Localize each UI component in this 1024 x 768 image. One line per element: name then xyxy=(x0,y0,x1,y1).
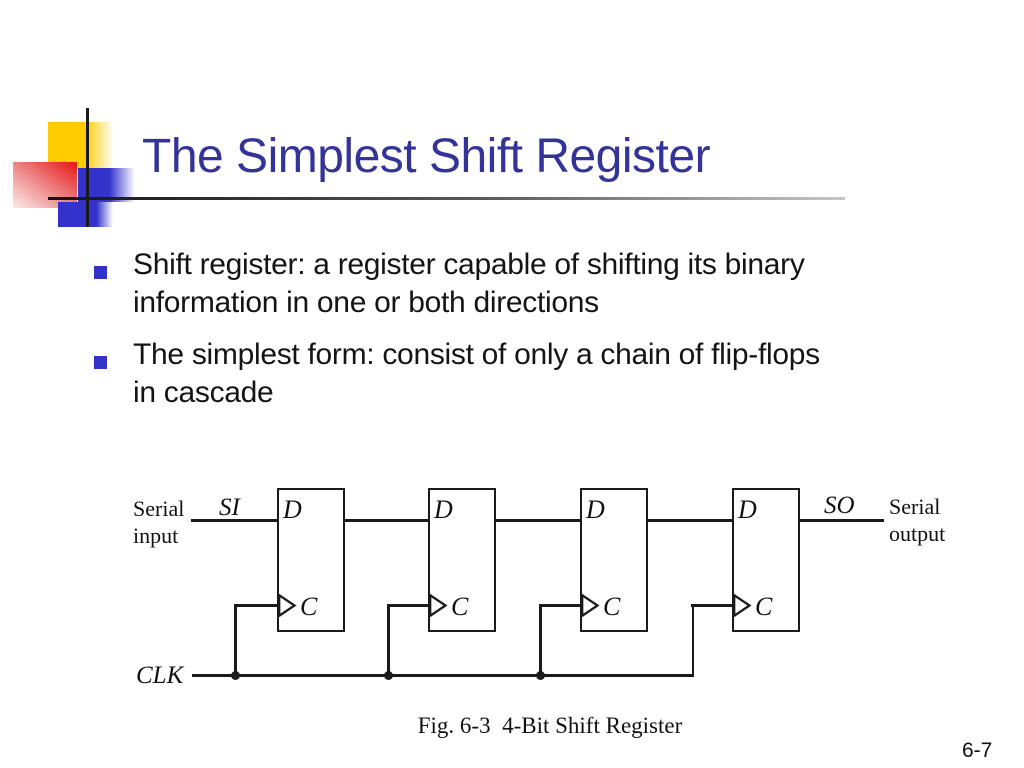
clock-bus-wire xyxy=(192,674,694,677)
si-signal-label: SI xyxy=(219,494,240,521)
bullet-square-icon xyxy=(94,266,107,279)
clock-branch-vertical-3 xyxy=(539,605,542,676)
clock-edge-triangle-icon xyxy=(429,594,448,617)
c-input-label: C xyxy=(755,592,773,621)
clock-branch-horizontal-1 xyxy=(234,604,277,607)
decoration-blue-square-lower xyxy=(58,202,113,227)
clk-signal-label: CLK xyxy=(136,662,184,689)
clock-branch-horizontal-2 xyxy=(387,604,428,607)
bullet-square-icon xyxy=(94,356,107,369)
clock-branch-horizontal-3 xyxy=(539,604,580,607)
clock-edge-triangle-icon xyxy=(581,594,600,617)
junction-dot-2 xyxy=(384,671,393,680)
wire-serial-input xyxy=(191,519,277,522)
clock-edge-triangle-icon xyxy=(733,594,752,617)
clock-branch-horizontal-4 xyxy=(691,604,732,607)
decoration-vertical-line xyxy=(86,108,89,227)
serial-input-label: Serial input xyxy=(133,496,185,548)
flip-flop-4: D C xyxy=(732,488,800,632)
c-input-label: C xyxy=(300,592,318,621)
junction-dot-3 xyxy=(536,671,545,680)
d-input-label: D xyxy=(434,495,453,524)
c-input-label: C xyxy=(603,592,621,621)
wire-serial-output xyxy=(800,519,884,522)
d-input-label: D xyxy=(738,495,757,524)
clock-branch-vertical-1 xyxy=(234,605,237,676)
figure-caption: Fig. 6-3 4-Bit Shift Register xyxy=(417,713,683,738)
flip-flop-1: D C xyxy=(277,488,345,632)
clock-branch-vertical-2 xyxy=(387,605,390,676)
wire-ff3-to-ff4 xyxy=(648,519,732,522)
decoration-red-square xyxy=(13,162,77,208)
title-underline-rule xyxy=(48,197,845,200)
d-input-label: D xyxy=(586,495,605,524)
page-number: 6-7 xyxy=(962,739,993,762)
bullet-item-1: Shift register: a register capable of sh… xyxy=(133,248,805,319)
bullet-item-2: The simplest form: consist of only a cha… xyxy=(133,338,820,409)
so-signal-label: SO xyxy=(824,492,855,519)
wire-ff2-to-ff3 xyxy=(496,519,580,522)
d-input-label: D xyxy=(283,495,302,524)
clock-edge-triangle-icon xyxy=(278,594,297,617)
serial-output-label: Serial output xyxy=(889,494,946,546)
clock-branch-vertical-4 xyxy=(691,605,694,676)
flip-flop-3: D C xyxy=(580,488,648,632)
junction-dot-1 xyxy=(231,671,240,680)
wire-ff1-to-ff2 xyxy=(345,519,428,522)
flip-flop-2: D C xyxy=(428,488,496,632)
c-input-label: C xyxy=(451,592,469,621)
page-title: The Simplest Shift Register xyxy=(142,130,711,183)
